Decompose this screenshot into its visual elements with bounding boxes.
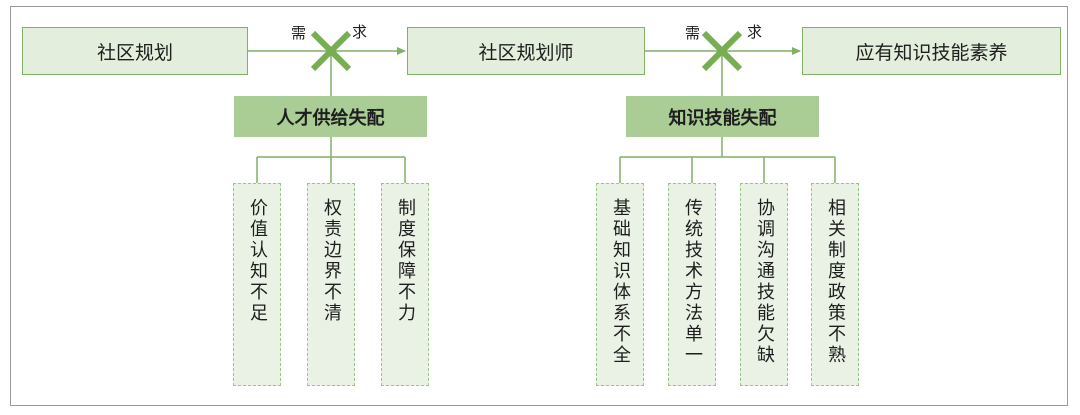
label-seek-2: 求 bbox=[747, 23, 763, 41]
label-demand-1: 需 bbox=[291, 24, 307, 42]
leaf-text: 传统技术方法单一 bbox=[682, 198, 703, 366]
leaf-text: 制度保障不力 bbox=[395, 198, 416, 324]
leaf-talent-cause: 权责边界不清 bbox=[307, 183, 355, 386]
diagram-frame bbox=[10, 6, 1068, 406]
leaf-skill-cause: 协调沟通技能欠缺 bbox=[740, 183, 788, 386]
box-knowledge-skills-mismatch: 知识技能失配 bbox=[626, 96, 819, 137]
leaf-skill-cause: 相关制度政策不熟 bbox=[811, 183, 859, 386]
knowledge-skills-mismatch-label: 知识技能失配 bbox=[668, 107, 777, 129]
leaf-text: 基础知识体系不全 bbox=[610, 198, 631, 366]
leaf-text: 相关制度政策不熟 bbox=[825, 198, 846, 366]
box-community-planning-label: 社区规划 bbox=[96, 41, 173, 64]
leaf-text: 权责边界不清 bbox=[321, 198, 342, 324]
leaf-talent-cause: 制度保障不力 bbox=[381, 183, 429, 386]
box-talent-supply-mismatch: 人才供给失配 bbox=[234, 96, 427, 137]
box-community-planner: 社区规划师 bbox=[407, 27, 645, 75]
cross-mark-2 bbox=[701, 30, 743, 72]
leaf-text: 价值认知不足 bbox=[247, 198, 268, 324]
box-required-skills: 应有知识技能素养 bbox=[802, 27, 1061, 75]
leaf-talent-cause: 价值认知不足 bbox=[233, 183, 281, 386]
cross-mark-1 bbox=[310, 30, 352, 72]
leaf-text: 协调沟通技能欠缺 bbox=[754, 198, 775, 366]
box-community-planner-label: 社区规划师 bbox=[478, 41, 574, 64]
label-demand-2: 需 bbox=[685, 24, 701, 42]
label-seek-1: 求 bbox=[352, 23, 368, 41]
leaf-skill-cause: 传统技术方法单一 bbox=[668, 183, 716, 386]
talent-supply-mismatch-label: 人才供给失配 bbox=[276, 107, 385, 129]
box-community-planning: 社区规划 bbox=[22, 27, 248, 75]
leaf-skill-cause: 基础知识体系不全 bbox=[596, 183, 644, 386]
box-required-skills-label: 应有知识技能素养 bbox=[855, 41, 1008, 64]
